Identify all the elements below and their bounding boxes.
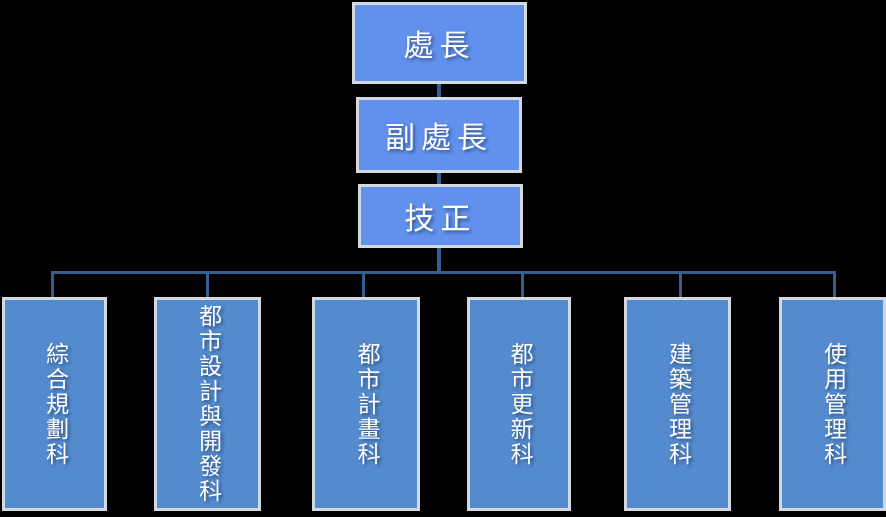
org-node-label: 綜合規劃科 bbox=[41, 341, 68, 467]
org-node-label: 使用管理科 bbox=[819, 341, 846, 467]
connector-drop-urban-renewal bbox=[521, 273, 524, 297]
org-node-urban-design-and-development-section: 都市設計與開發科 bbox=[154, 297, 261, 511]
org-node-use-management-section: 使用管理科 bbox=[779, 297, 886, 511]
connector-deputy-tech bbox=[437, 173, 441, 184]
connector-drop-use-management bbox=[833, 273, 836, 297]
org-node-urban-renewal-section: 都市更新科 bbox=[467, 297, 571, 511]
connector-tech-bus bbox=[437, 248, 441, 273]
org-node-label: 技正 bbox=[404, 202, 477, 237]
org-node-label: 建築管理科 bbox=[664, 341, 691, 467]
org-node-deputy-director: 副處長 bbox=[356, 97, 522, 173]
connector-drop-comprehensive-planning bbox=[51, 273, 54, 297]
connector-drop-building-management bbox=[679, 273, 682, 297]
org-node-label: 副處長 bbox=[385, 121, 493, 156]
org-node-urban-planning-section: 都市計畫科 bbox=[312, 297, 420, 511]
org-node-label: 處長 bbox=[403, 29, 476, 64]
org-node-technical-specialist: 技正 bbox=[358, 184, 523, 248]
org-node-director: 處長 bbox=[352, 2, 527, 84]
org-node-label: 都市設計與開發科 bbox=[194, 304, 221, 504]
org-node-label: 都市更新科 bbox=[506, 341, 533, 467]
org-node-label: 都市計畫科 bbox=[353, 341, 380, 467]
connector-drop-urban-design-development bbox=[206, 273, 209, 297]
connector-director-deputy bbox=[437, 84, 441, 97]
org-node-building-management-section: 建築管理科 bbox=[624, 297, 731, 511]
org-node-comprehensive-planning-section: 綜合規劃科 bbox=[2, 297, 107, 511]
connector-drop-urban-planning bbox=[362, 273, 365, 297]
connector-horizontal-bus bbox=[51, 271, 836, 274]
